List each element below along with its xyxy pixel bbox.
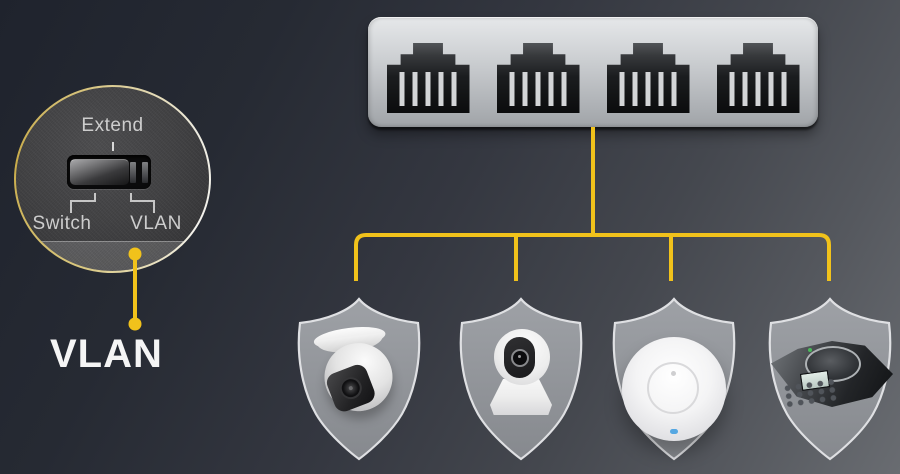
rj45-port-icon [716, 43, 800, 113]
camera-pedestal [490, 379, 552, 415]
extend-tick-mark [112, 142, 114, 151]
pan-tilt-camera-image [484, 327, 558, 417]
protected-device-dome-camera [292, 293, 426, 465]
phone-speaker-grille [805, 346, 861, 382]
access-point-led [670, 429, 678, 434]
protected-device-access-point [607, 293, 741, 465]
rj45-port-icon [606, 43, 690, 113]
rj45-pins [399, 72, 457, 106]
ethernet-switch-panel [368, 17, 818, 127]
vlan-callout-title: VLAN [50, 332, 163, 376]
rj45-port-icon [496, 43, 580, 113]
conference-phone-image [771, 341, 893, 409]
position-bracket-lines [70, 193, 155, 213]
rj45-port-icon [386, 43, 470, 113]
rj45-pins [619, 72, 677, 106]
switch-mode-label: Switch [32, 213, 92, 234]
camera-lens-glint [518, 355, 521, 358]
slide-switch-slot [130, 162, 136, 183]
extend-label: Extend [81, 115, 144, 136]
vlan-mode-label: VLAN [130, 213, 182, 234]
slide-switch-slot [142, 162, 148, 183]
slide-switch-knob [70, 159, 129, 185]
dome-security-camera-image [293, 320, 425, 426]
switch-surface: Extend Switch VLAN [16, 87, 209, 271]
mode-switch-closeup-circle: Extend Switch VLAN [14, 85, 211, 273]
access-point-ring [647, 362, 699, 414]
wireless-access-point-image [622, 337, 726, 441]
protected-device-conference-phone [763, 293, 897, 465]
slide-switch-icon [67, 155, 151, 189]
rj45-pins [729, 72, 787, 106]
port-row [368, 17, 818, 113]
camera-lens [511, 349, 529, 367]
phone-status-led [808, 348, 812, 352]
access-point-logo-dot [671, 371, 676, 376]
protected-device-pan-tilt-camera [454, 293, 588, 465]
rj45-pins [509, 72, 567, 106]
